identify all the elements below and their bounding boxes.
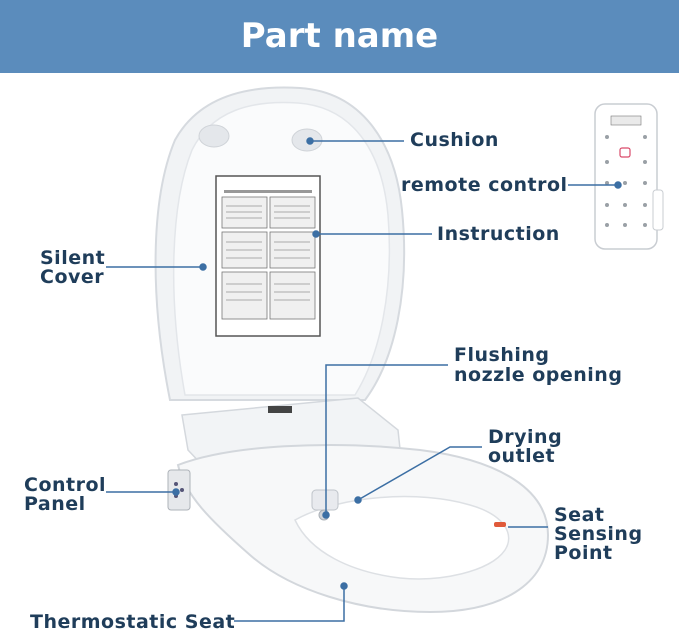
toilet-seat-illustration bbox=[154, 86, 664, 614]
label-cushion: Cushion bbox=[410, 129, 499, 151]
label-seat-sensing-2: Sensing bbox=[554, 523, 643, 545]
label-drying-2: outlet bbox=[488, 445, 556, 467]
remote bbox=[594, 103, 658, 250]
label-thermostatic-seat: Thermostatic Seat bbox=[30, 611, 236, 633]
label-control-panel-2: Panel bbox=[24, 493, 86, 515]
nozzle bbox=[311, 489, 339, 511]
label-control-panel-1: Control bbox=[24, 474, 107, 496]
label-seat-sensing-1: Seat bbox=[554, 504, 605, 526]
label-seat-sensing-3: Point bbox=[554, 542, 613, 564]
label-flushing-1: Flushing bbox=[454, 344, 550, 366]
label-drying-1: Drying bbox=[488, 426, 563, 448]
label-silent-cover-1: Silent bbox=[40, 247, 106, 269]
label-instruction: Instruction bbox=[437, 223, 560, 245]
cushion-right bbox=[291, 128, 323, 152]
page-title: Part name bbox=[240, 16, 439, 56]
header-banner bbox=[0, 0, 679, 73]
control-panel bbox=[167, 469, 191, 511]
cushion-left bbox=[198, 124, 230, 148]
label-silent-cover-2: Cover bbox=[40, 266, 105, 288]
label-flushing-2: nozzle opening bbox=[454, 364, 623, 386]
sensor-point bbox=[494, 522, 506, 527]
label-remote-control: remote control bbox=[401, 174, 568, 196]
